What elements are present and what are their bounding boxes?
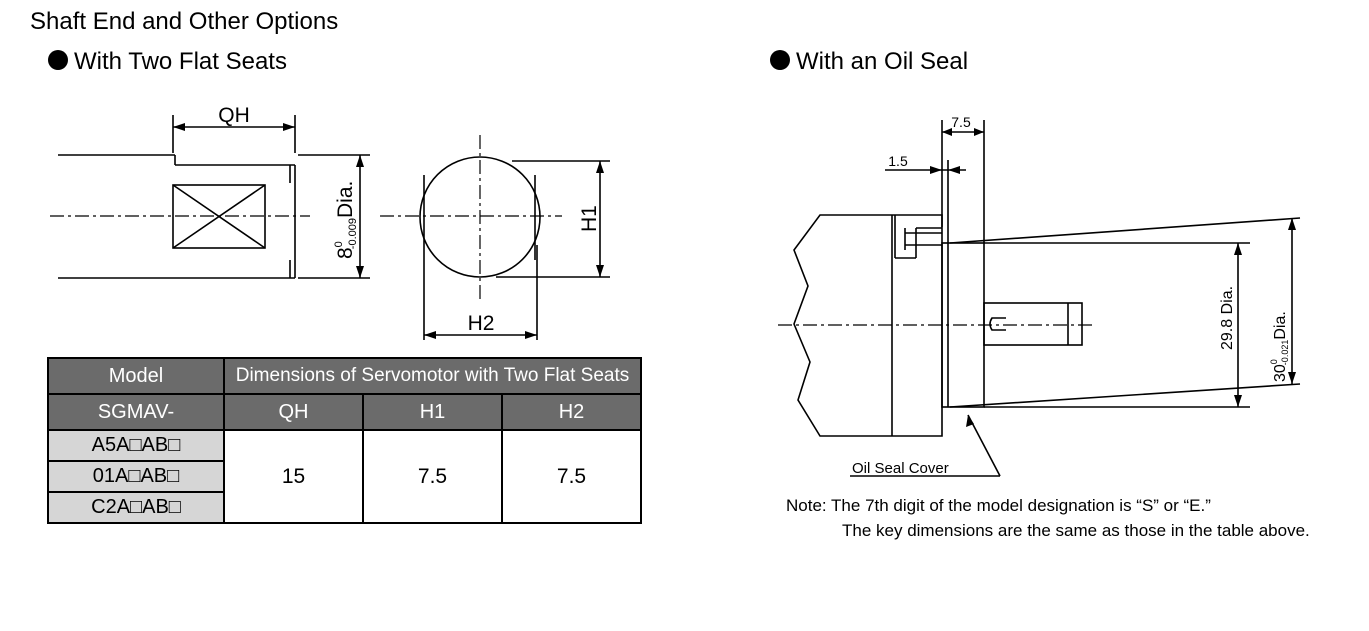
left-heading: With Two Flat Seats	[48, 48, 287, 76]
oil-seal-drawing: 7.5 1.5 29.8 Dia. 300-0.021Dia. Oil Seal…	[778, 114, 1301, 477]
model-cell: C2A□AB□	[47, 491, 225, 524]
dim-1-5-label: 1.5	[888, 153, 908, 169]
model-cell: 01A□AB□	[47, 460, 225, 493]
flat-seats-drawing: QH 80-0.009Dia. H1 H2	[50, 104, 610, 340]
col-header-qh: QH	[223, 393, 364, 431]
h1-value: 7.5	[362, 429, 503, 524]
model-cell: A5A□AB□	[47, 429, 225, 462]
svg-text:80-0.009Dia.: 80-0.009Dia.	[333, 181, 359, 259]
oil-seal-cover-label: Oil Seal Cover	[852, 460, 949, 477]
model-prefix-header: SGMAV-	[47, 393, 225, 431]
dia-tol-upper: 0	[333, 241, 345, 247]
table-row: 01A□AB□	[47, 460, 641, 493]
note-line-2: The key dimensions are the same as those…	[842, 521, 1310, 540]
left-heading-text: With Two Flat Seats	[74, 48, 287, 75]
dia-suffix: Dia.	[334, 181, 357, 218]
col-header-h1: H1	[362, 393, 503, 431]
model-header: Model	[47, 357, 225, 395]
note-line-1: Note: The 7th digit of the model designa…	[786, 496, 1211, 515]
bullet-icon	[48, 50, 68, 70]
qh-value: 15	[223, 429, 364, 524]
svg-text:300-0.021Dia.: 300-0.021Dia.	[1269, 311, 1290, 382]
outer-dia-suffix: Dia.	[1272, 311, 1289, 339]
dimensions-table: Model Dimensions of Servomotor with Two …	[47, 357, 642, 524]
bullet-icon	[770, 50, 790, 70]
outer-tol-upper: 0	[1269, 359, 1279, 364]
dim-7-5-label: 7.5	[951, 114, 971, 130]
h2-value: 7.5	[501, 429, 642, 524]
dia-label-main: 8	[334, 247, 357, 259]
page-title: Shaft End and Other Options	[30, 8, 339, 35]
table-row: C2A□AB□	[47, 491, 641, 524]
col-header-h2: H2	[501, 393, 642, 431]
dia-tol-lower: -0.009	[347, 218, 359, 249]
h1-label: H1	[578, 205, 601, 232]
right-heading-text: With an Oil Seal	[796, 48, 969, 75]
right-heading: With an Oil Seal	[770, 48, 968, 76]
outer-dia-main: 30	[1272, 364, 1289, 382]
table-row: A5A□AB□ 15 7.5 7.5	[47, 429, 642, 524]
h2-label: H2	[468, 312, 495, 335]
outer-tol-lower: -0.021	[1280, 340, 1290, 366]
group-header: Dimensions of Servomotor with Two Flat S…	[223, 357, 642, 395]
inner-dia-label: 29.8 Dia.	[1219, 286, 1236, 350]
qh-label: QH	[218, 104, 250, 127]
